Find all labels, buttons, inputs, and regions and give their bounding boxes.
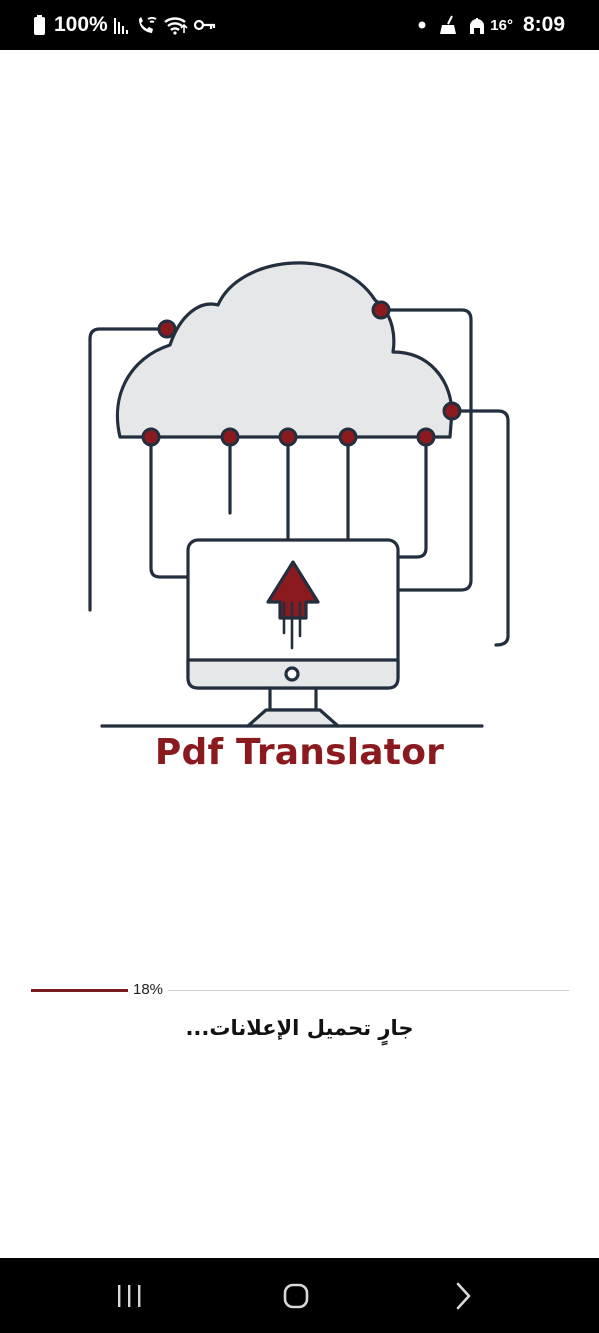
wifi-calling-icon [136,15,158,35]
back-button[interactable] [443,1278,483,1314]
cloud-upload-icon [88,261,510,728]
status-right-group: 16° 8:09 [418,12,565,38]
status-bar: 100% [0,0,599,50]
home-button[interactable] [276,1278,316,1314]
chevron-right-icon [456,1282,471,1310]
notification-dot-icon [418,21,426,29]
home-icon [283,1283,309,1309]
recent-apps-button[interactable] [109,1278,149,1314]
recent-apps-icon [118,1285,141,1307]
status-left-group: 100% [34,12,222,38]
temperature: 16° [490,16,513,34]
progress-track [31,990,569,991]
progress-fill [31,989,128,992]
wifi-icon [163,15,188,35]
clock: 8:09 [522,13,565,36]
mosque-icon [468,16,486,34]
battery-percent: 100% [54,13,108,36]
signal-icon [113,16,130,34]
cloud-upload-illustration [0,240,599,740]
progress-percent: 18% [128,981,169,998]
vpn-key-icon [193,18,216,32]
app-title: Pdf Translator [154,732,445,773]
navigation-bar [0,1258,599,1333]
cleaner-icon [438,15,458,35]
battery-icon [34,15,45,35]
loading-message: جارٍ تحميل الإعلانات... [185,1016,414,1040]
